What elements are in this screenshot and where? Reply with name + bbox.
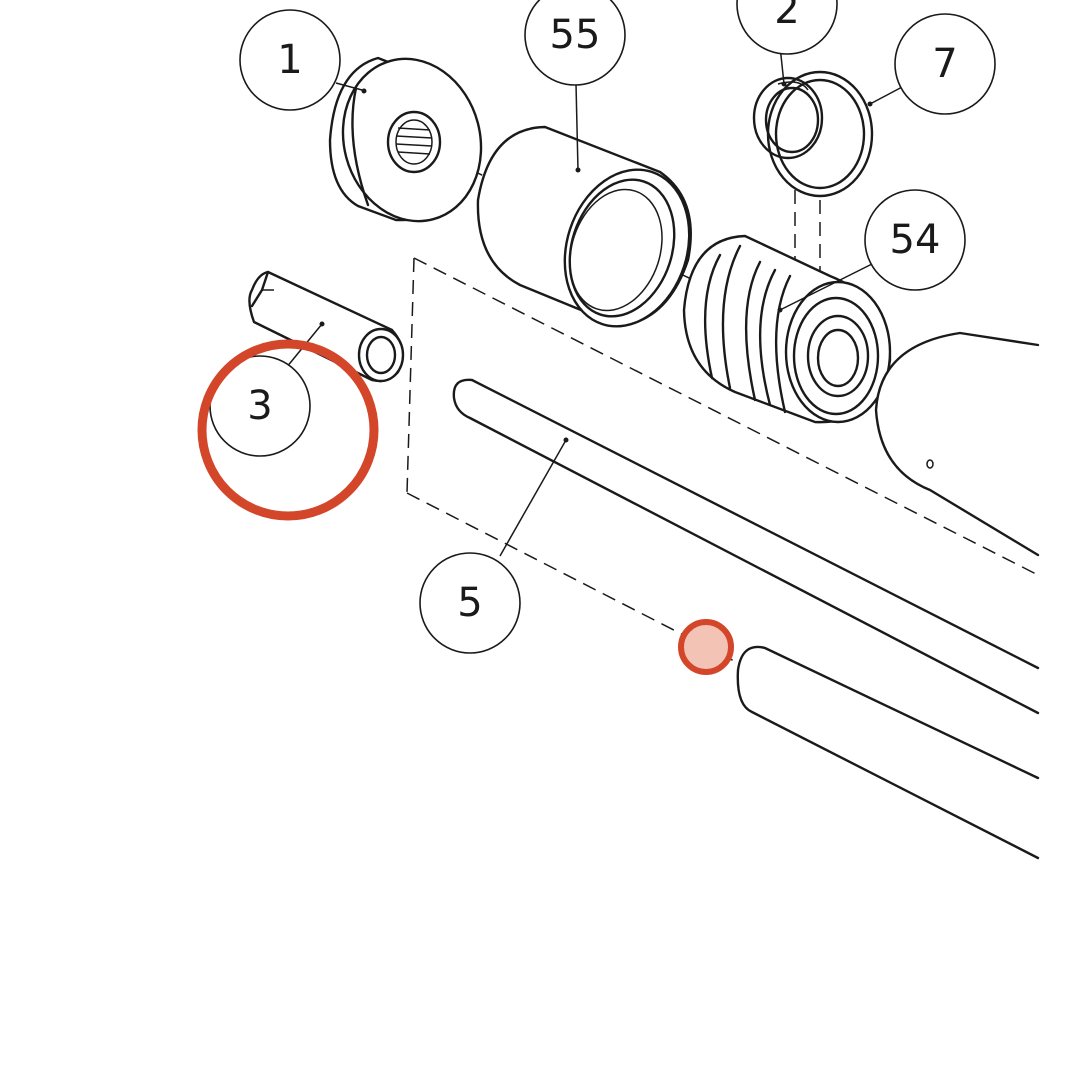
callout-3-label: 3 bbox=[247, 383, 272, 429]
highlight-ring-part-3 bbox=[197, 339, 379, 521]
callout-54-label: 54 bbox=[890, 217, 941, 263]
part-2-small-ring bbox=[752, 76, 824, 160]
leader-lines bbox=[285, 45, 905, 557]
highlight-marker-dot bbox=[678, 619, 734, 675]
callout-5-label: 5 bbox=[457, 580, 482, 626]
callout-55-label: 55 bbox=[550, 12, 601, 58]
part-5-rod bbox=[452, 378, 1040, 715]
part-54-piston bbox=[682, 234, 892, 424]
part-7-o-ring bbox=[766, 70, 874, 198]
part-55-sleeve bbox=[476, 125, 692, 328]
callout-55: 55 bbox=[524, 0, 626, 86]
callout-3: 3 bbox=[209, 355, 311, 457]
callout-2-label: 2 bbox=[774, 0, 799, 33]
lower-rod bbox=[736, 645, 1040, 860]
callout-2: 2 bbox=[736, 0, 838, 55]
callout-7: 7 bbox=[894, 13, 996, 115]
callout-1: 1 bbox=[239, 9, 341, 111]
part-1-threaded-cap bbox=[328, 56, 483, 223]
part-3-bushing bbox=[248, 270, 405, 383]
callout-7-label: 7 bbox=[932, 41, 957, 87]
cylinder-body bbox=[874, 331, 1040, 557]
callout-1-label: 1 bbox=[277, 37, 302, 83]
callout-54: 54 bbox=[864, 189, 966, 291]
callout-5: 5 bbox=[419, 552, 521, 654]
